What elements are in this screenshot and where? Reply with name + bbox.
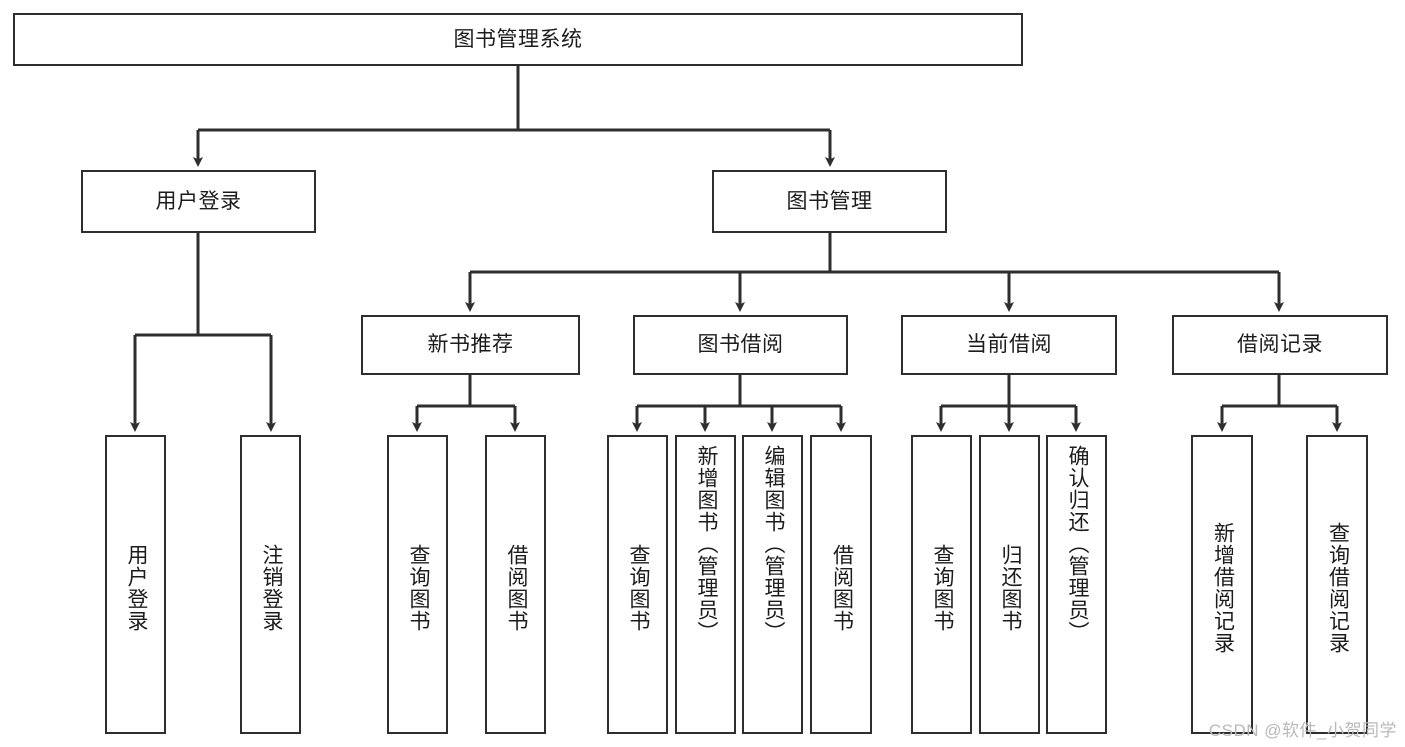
- node-leaf-query-book-2-label: 查询图书: [626, 543, 650, 632]
- node-borrow-record[interactable]: 借阅记录: [1172, 315, 1388, 375]
- node-leaf-add-record-label: 新增借阅记录: [1211, 521, 1235, 654]
- node-leaf-confirm-return[interactable]: 确认归还（管理员）: [1046, 435, 1107, 734]
- node-leaf-user-logout-label: 注销登录: [259, 543, 283, 632]
- csdn-watermark: CSDN @软件_小贺同学: [1208, 721, 1397, 740]
- node-leaf-borrow-book-2-label: 借阅图书: [830, 543, 854, 632]
- node-leaf-add-book[interactable]: 新增图书（管理员）: [675, 435, 736, 734]
- node-leaf-borrow-book-2[interactable]: 借阅图书: [810, 435, 872, 734]
- node-leaf-query-book-3[interactable]: 查询图书: [911, 435, 972, 734]
- node-current-borrow-label: 当前借阅: [966, 333, 1052, 357]
- node-user-login-label: 用户登录: [155, 189, 242, 213]
- node-leaf-query-record[interactable]: 查询借阅记录: [1306, 435, 1368, 734]
- node-book-manage-label: 图书管理: [786, 189, 873, 213]
- node-leaf-user-login[interactable]: 用户登录: [105, 435, 166, 734]
- node-root[interactable]: 图书管理系统: [13, 13, 1023, 66]
- node-borrow-record-label: 借阅记录: [1237, 333, 1323, 357]
- node-leaf-borrow-book-1-label: 借阅图书: [504, 543, 528, 632]
- node-book-borrow-label: 图书借阅: [697, 333, 784, 357]
- node-leaf-user-login-label: 用户登录: [124, 543, 148, 632]
- node-leaf-edit-book-label: 编辑图书（管理员）: [761, 445, 785, 643]
- node-leaf-query-book-3-label: 查询图书: [930, 543, 954, 632]
- node-leaf-query-book-2[interactable]: 查询图书: [607, 435, 668, 734]
- node-leaf-edit-book[interactable]: 编辑图书（管理员）: [742, 435, 803, 734]
- node-book-borrow[interactable]: 图书借阅: [633, 315, 848, 375]
- node-current-borrow[interactable]: 当前借阅: [901, 315, 1117, 375]
- node-leaf-return-book-label: 归还图书: [998, 543, 1022, 632]
- node-leaf-borrow-book-1[interactable]: 借阅图书: [485, 435, 546, 734]
- node-leaf-return-book[interactable]: 归还图书: [979, 435, 1040, 734]
- node-leaf-add-book-label: 新增图书（管理员）: [694, 445, 718, 643]
- node-leaf-add-record[interactable]: 新增借阅记录: [1191, 435, 1253, 734]
- node-user-login[interactable]: 用户登录: [81, 170, 316, 233]
- node-leaf-query-book-1-label: 查询图书: [406, 543, 430, 632]
- node-new-book-recommend-label: 新书推荐: [427, 333, 514, 357]
- node-leaf-confirm-return-label: 确认归还（管理员）: [1065, 445, 1089, 643]
- node-new-book-recommend[interactable]: 新书推荐: [361, 315, 580, 375]
- node-leaf-query-record-label: 查询借阅记录: [1326, 521, 1350, 654]
- node-root-label: 图书管理系统: [453, 27, 583, 51]
- node-book-manage[interactable]: 图书管理: [712, 170, 947, 233]
- node-leaf-query-book-1[interactable]: 查询图书: [387, 435, 448, 734]
- node-leaf-user-logout[interactable]: 注销登录: [240, 435, 301, 734]
